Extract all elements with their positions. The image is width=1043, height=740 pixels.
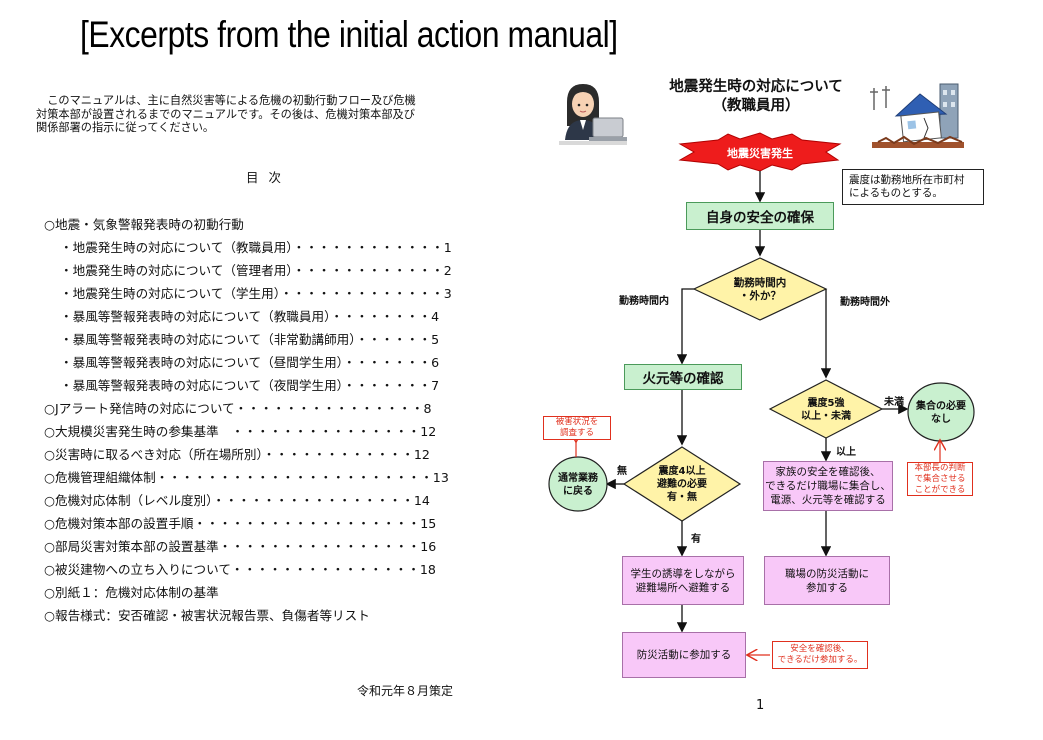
toc-item: ・地震発生時の対応について（管理者用）・・・・・・・・・・・・2 bbox=[60, 263, 452, 278]
toc-item: ○大規模災害発生時の参集基準 ・・・・・・・・・・・・・・・12 bbox=[44, 424, 437, 439]
no-assembly-text: 集合の必要 なし bbox=[908, 400, 974, 426]
note-line: 安全を確認後、 bbox=[790, 644, 850, 654]
toc-item: ○危機管理組織体制・・・・・・・・・・・・・・・・・・・・・・13 bbox=[44, 470, 449, 485]
toc-item: ○危機対策本部の設置手順・・・・・・・・・・・・・・・・・・15 bbox=[44, 516, 437, 531]
note-line: 震度は勤務地所在市町村 bbox=[849, 174, 965, 186]
label-above: 以上 bbox=[836, 447, 856, 458]
intro-line: 対策本部が設置されるまでのマニュアルです。その後は、危機対策本部及び bbox=[36, 107, 415, 121]
circle-line: 集合の必要 bbox=[916, 401, 966, 412]
note-line: で集合させる bbox=[914, 473, 966, 484]
office-worker-laptop-icon bbox=[559, 84, 627, 145]
toc-item: ○危機対応体制（レベル度別）・・・・・・・・・・・・・・・・14 bbox=[44, 493, 430, 508]
toc-item: ・地震発生時の対応について（教職員用）・・・・・・・・・・・・1 bbox=[60, 240, 452, 255]
note-line: 被害状況を bbox=[555, 417, 599, 427]
fire-check-label: 火元等の確認 bbox=[642, 371, 724, 387]
safety-box: 自身の安全の確保 bbox=[686, 202, 834, 230]
toc-item: ○報告様式：安否確認・被害状況報告票、負傷者等リスト bbox=[44, 608, 370, 623]
normal-work-circle bbox=[548, 456, 608, 512]
earthquake-damaged-house-icon bbox=[870, 83, 964, 148]
intro-line: 関係部署の指示に従ってください。 bbox=[36, 121, 215, 135]
hq-judgement-note: 本部長の判断 で集合させる ことができる bbox=[907, 462, 973, 496]
circle-line: 通常業務 bbox=[558, 473, 598, 484]
decision-hours-diamond bbox=[692, 257, 828, 321]
workplace-activity-box: 職場の防災活動に 参加する bbox=[764, 556, 890, 605]
note-line: ことができる bbox=[914, 484, 966, 495]
toc-item: ・暴風等警報発表時の対応について（夜間学生用）・・・・・・・7 bbox=[60, 378, 440, 393]
join-disaster-activity-box: 防災活動に参加する bbox=[622, 632, 746, 678]
decision-line: 避難の必要 bbox=[657, 479, 707, 490]
box-line: 電源、火元等を確認する bbox=[770, 494, 886, 506]
intro-line: このマニュアルは、主に自然災害等による危機の初動行動フロー及び危機 bbox=[36, 94, 416, 107]
decision-intensity4-text: 震度4以上 避難の必要 有・無 bbox=[644, 465, 720, 504]
safety-label: 自身の安全の確保 bbox=[706, 210, 814, 226]
label-outside-hours: 勤務時間外 bbox=[840, 297, 890, 308]
fire-check-box: 火元等の確認 bbox=[624, 364, 742, 390]
decision-line: ・外か？ bbox=[739, 290, 781, 302]
toc-item: ・地震発生時の対応について（学生用）・・・・・・・・・・・・・3 bbox=[60, 286, 452, 301]
circle-line: に戻る bbox=[563, 486, 593, 497]
intro-paragraph: このマニュアルは、主に自然災害等による危機の初動行動フロー及び危機 対策本部が設… bbox=[36, 94, 506, 135]
toc-item: ○災害時に取るべき対応（所在場所別）・・・・・・・・・・・・12 bbox=[44, 447, 430, 462]
intensity-note: 震度は勤務地所在市町村 によるものとする。 bbox=[842, 169, 984, 205]
label-yes: 有 bbox=[691, 534, 701, 545]
decision-line: 有・無 bbox=[667, 492, 697, 503]
page-heading: [Excerpts from the initial action manual… bbox=[80, 14, 618, 55]
decision-hours-text: 勤務時間内 ・外か？ bbox=[716, 277, 804, 303]
start-label: 地震災害発生 bbox=[727, 147, 793, 160]
toc-item: ・暴風等警報発表時の対応について（非常勤講師用）・・・・・・5 bbox=[60, 332, 440, 347]
toc-item: ○地震・気象警報発表時の初動行動 bbox=[44, 217, 244, 232]
box-line: 家族の安全を確認後、 bbox=[775, 466, 881, 478]
note-line: できるだけ参加する。 bbox=[777, 655, 863, 665]
flowchart-title-line: 地震発生時の対応について bbox=[669, 79, 843, 95]
decision-line: 震度5強 bbox=[807, 398, 845, 409]
page-number: 1 bbox=[756, 698, 765, 713]
normal-work-text: 通常業務 に戻る bbox=[550, 472, 606, 498]
family-safety-box: 家族の安全を確認後、 できるだけ職場に集合し、 電源、火元等を確認する bbox=[763, 461, 893, 511]
note-line: によるものとする。 bbox=[849, 187, 943, 199]
toc-item: ○被災建物への立ち入りについて・・・・・・・・・・・・・・・18 bbox=[44, 562, 436, 577]
join-after-safety-note: 安全を確認後、 できるだけ参加する。 bbox=[772, 641, 868, 669]
decision-line: 以上・未満 bbox=[801, 411, 851, 422]
damage-survey-note: 被害状況を 調査する bbox=[543, 416, 611, 440]
decision-line: 勤務時間内 bbox=[733, 277, 787, 289]
note-line: 調査する bbox=[559, 428, 594, 438]
start-burst bbox=[678, 132, 842, 172]
enactment-date: 令和元年８月策定 bbox=[357, 684, 454, 698]
flowchart-title-line: （教職員用） bbox=[712, 98, 800, 114]
box-line: 職場の防災活動に bbox=[785, 567, 869, 580]
box-line: 学生の誘導をしながら bbox=[630, 567, 736, 580]
label-inside-hours: 勤務時間内 bbox=[619, 296, 669, 307]
box-line: 防災活動に参加する bbox=[636, 649, 732, 661]
flowchart-title: 地震発生時の対応について （教職員用） bbox=[636, 78, 876, 116]
toc-item: ○別紙１：危機対応体制の基準 bbox=[44, 585, 219, 600]
box-line: 参加する bbox=[806, 581, 848, 594]
note-line: 本部長の判断 bbox=[914, 462, 966, 473]
toc-item: ○部局災害対策本部の設置基準・・・・・・・・・・・・・・・・16 bbox=[44, 539, 437, 554]
circle-line: なし bbox=[931, 414, 951, 425]
toc-title: 目次 bbox=[246, 170, 292, 185]
label-none: 無 bbox=[617, 466, 627, 477]
box-line: 避難場所へ避難する bbox=[635, 581, 731, 594]
toc-item: ○Jアラート発信時の対応について・・・・・・・・・・・・・・・8 bbox=[44, 401, 432, 416]
toc-item: ・暴風等警報発表時の対応について（昼間学生用）・・・・・・・6 bbox=[60, 355, 440, 370]
guide-students-box: 学生の誘導をしながら 避難場所へ避難する bbox=[622, 556, 744, 605]
toc-item: ・暴風等警報発表時の対応について（教職員用）・・・・・・・・4 bbox=[60, 309, 440, 324]
box-line: できるだけ職場に集合し、 bbox=[765, 480, 891, 492]
decision-intensity5-text: 震度5強 以上・未満 bbox=[788, 397, 864, 423]
decision-line: 震度4以上 bbox=[658, 466, 706, 477]
label-below: 未満 bbox=[884, 397, 904, 408]
